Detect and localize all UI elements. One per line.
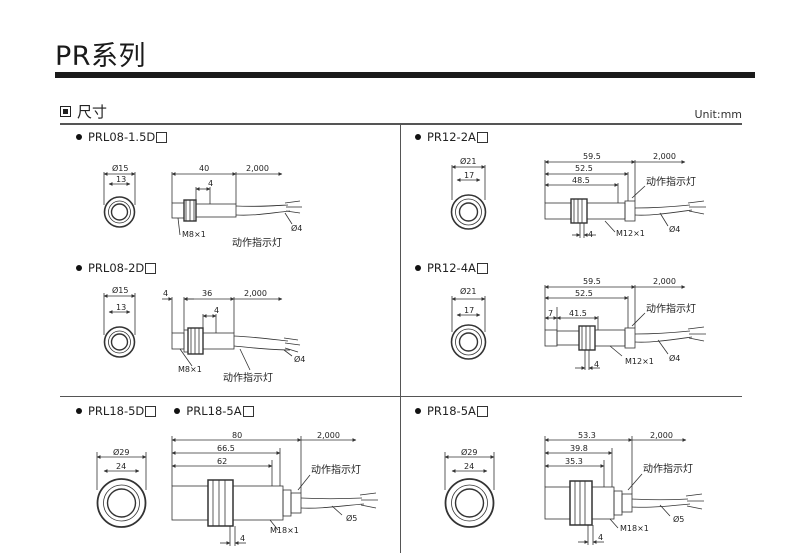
- dim-text: 4: [240, 534, 245, 543]
- section-square-icon: [60, 106, 71, 117]
- dim-text: 59.5: [583, 152, 601, 161]
- section-divider: [60, 123, 742, 125]
- dim-text: 7: [548, 309, 553, 318]
- dim-text: 66.5: [217, 444, 235, 453]
- column-divider: [400, 124, 401, 553]
- dim-text: 35.3: [565, 457, 583, 466]
- dim-text: 2,000: [653, 277, 676, 286]
- dim-text: M18×1: [270, 526, 299, 535]
- dim-text: Ø4: [669, 224, 680, 234]
- drawing-prl08-1-5d: [103, 172, 302, 236]
- indicator-label: 动作指示灯: [643, 462, 693, 475]
- bullet-icon: [415, 408, 421, 414]
- bullet-icon: [76, 408, 82, 414]
- dim-text: 4: [588, 230, 593, 239]
- page-title: PR系列: [55, 41, 147, 72]
- dim-text: M8×1: [182, 230, 206, 239]
- indicator-label: 动作指示灯: [646, 302, 696, 315]
- panel-label-prl18-5: PRL18-5D PRL18-5A: [76, 404, 254, 418]
- dim-text: 2,000: [650, 431, 673, 440]
- dim-text: M18×1: [620, 524, 649, 533]
- bullet-icon: [174, 408, 181, 414]
- checkbox-icon: [476, 405, 488, 417]
- panel-label-prl08-2d: PRL08-2D: [76, 261, 157, 275]
- checkbox-icon: [145, 262, 157, 274]
- checkbox-icon: [156, 131, 168, 143]
- dim-text: 40: [199, 164, 209, 173]
- dim-text: 53.3: [578, 431, 596, 440]
- dim-text: Ø29: [461, 447, 477, 457]
- dim-text: 24: [464, 462, 474, 471]
- bullet-icon: [76, 134, 82, 140]
- drawing-pr12-2a: [450, 160, 706, 238]
- checkbox-icon: [476, 262, 488, 274]
- row-divider-right: [401, 396, 742, 397]
- dim-text: 62: [217, 457, 227, 466]
- dim-text: 2,000: [246, 164, 269, 173]
- panel-label-pr12-2a: PR12-2A: [415, 130, 488, 144]
- dim-text: 2,000: [653, 152, 676, 161]
- drawing-pr18-5a: [444, 436, 704, 545]
- dim-text: 80: [232, 431, 242, 440]
- drawing-pr12-4a: [450, 285, 706, 370]
- panel-label-pr18-5a: PR18-5A: [415, 404, 488, 418]
- bullet-icon: [76, 265, 82, 271]
- dim-text: Ø15: [112, 285, 128, 295]
- section-header: 尺寸: [60, 101, 107, 122]
- indicator-label: 动作指示灯: [223, 371, 273, 384]
- section-title: 尺寸: [77, 103, 108, 121]
- dim-text: 2,000: [244, 289, 267, 298]
- dim-text: 17: [464, 306, 474, 315]
- dim-text: Ø4: [294, 354, 305, 364]
- dim-text: 59.5: [583, 277, 601, 286]
- dim-text: Ø21: [460, 286, 476, 296]
- title-underline: [55, 72, 755, 78]
- dim-text: Ø4: [291, 223, 302, 233]
- dim-text: 2,000: [317, 431, 340, 440]
- panel-label-pr12-4a: PR12-4A: [415, 261, 488, 275]
- dim-text: M8×1: [178, 365, 202, 374]
- dim-text: Ø21: [460, 156, 476, 166]
- dim-text: 41.5: [569, 309, 587, 318]
- unit-label: Unit:mm: [694, 108, 742, 121]
- dim-text: Ø15: [112, 163, 128, 173]
- dim-text: 4: [594, 360, 599, 369]
- indicator-label: 动作指示灯: [311, 463, 361, 476]
- dim-text: 4: [208, 179, 213, 188]
- drawing-prl18-5: [96, 436, 378, 546]
- drawing-prl08-2d: [103, 293, 301, 371]
- dim-text: 52.5: [575, 289, 593, 298]
- panel-label-prl08-1-5d: PRL08-1.5D: [76, 130, 168, 144]
- dim-text: Ø5: [673, 514, 684, 524]
- dim-text: 13: [116, 175, 126, 184]
- dim-text: Ø29: [113, 447, 129, 457]
- dim-text: M12×1: [616, 229, 645, 238]
- dim-text: M12×1: [625, 357, 654, 366]
- bullet-icon: [415, 134, 421, 140]
- dim-text: 52.5: [575, 164, 593, 173]
- dim-text: Ø5: [346, 513, 357, 523]
- indicator-label: 动作指示灯: [646, 175, 696, 188]
- checkbox-icon: [145, 405, 157, 417]
- dim-text: 36: [202, 289, 212, 298]
- checkbox-icon: [242, 405, 254, 417]
- dim-text: 4: [598, 533, 603, 542]
- dim-text: Ø4: [669, 353, 680, 363]
- dim-text: 48.5: [572, 176, 590, 185]
- dim-text: 24: [116, 462, 126, 471]
- dim-text: 4: [214, 306, 219, 315]
- dim-text: 17: [464, 171, 474, 180]
- dim-text: 39.8: [570, 444, 588, 453]
- indicator-label: 动作指示灯: [232, 236, 282, 249]
- bullet-icon: [415, 265, 421, 271]
- row-divider-left: [60, 396, 400, 397]
- dim-text: 4: [163, 289, 168, 298]
- dim-text: 13: [116, 303, 126, 312]
- checkbox-icon: [476, 131, 488, 143]
